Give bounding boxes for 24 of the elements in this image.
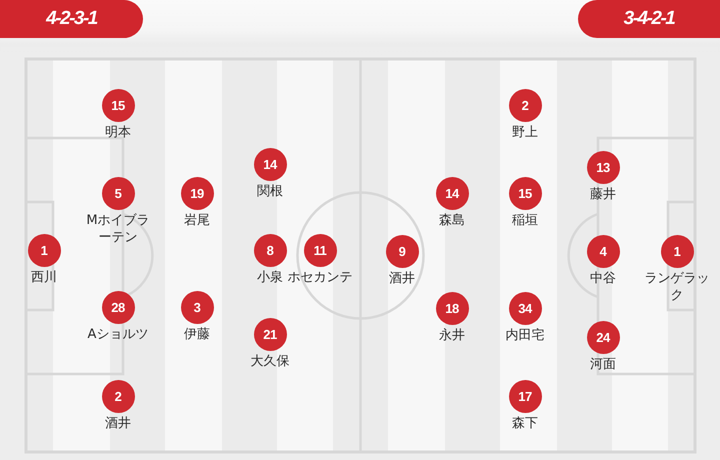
player-name: 伊藤	[184, 326, 210, 343]
player-name: 中谷	[590, 270, 616, 287]
player-name: 大久保	[250, 353, 290, 370]
player-name: 野上	[512, 124, 538, 141]
player-name: 酒井	[105, 415, 131, 432]
formation-badge: 3-4-2-1	[578, 0, 720, 38]
player-name: Aショルツ	[88, 326, 148, 343]
player-name: ランゲラック	[644, 270, 710, 304]
player-name: 森島	[439, 212, 465, 229]
player-name: 関根	[257, 183, 283, 200]
player-name: Mホイブラーテン	[85, 212, 151, 246]
player-name: 永井	[439, 327, 465, 344]
player-name: ホセカンテ	[288, 269, 352, 286]
player-name: 内田宅	[506, 327, 544, 344]
player-name: 稲垣	[512, 212, 538, 229]
player-name: 岩尾	[184, 212, 210, 229]
player-name: 明本	[105, 124, 131, 141]
player-name: 酒井	[389, 270, 415, 287]
player-name: 小泉	[257, 269, 283, 286]
player-name: 西川	[31, 269, 57, 286]
player-name: 河面	[590, 356, 616, 373]
player-name: 藤井	[590, 186, 616, 203]
formation-badge: 4-2-3-1	[0, 0, 143, 38]
player-name: 森下	[512, 415, 538, 432]
